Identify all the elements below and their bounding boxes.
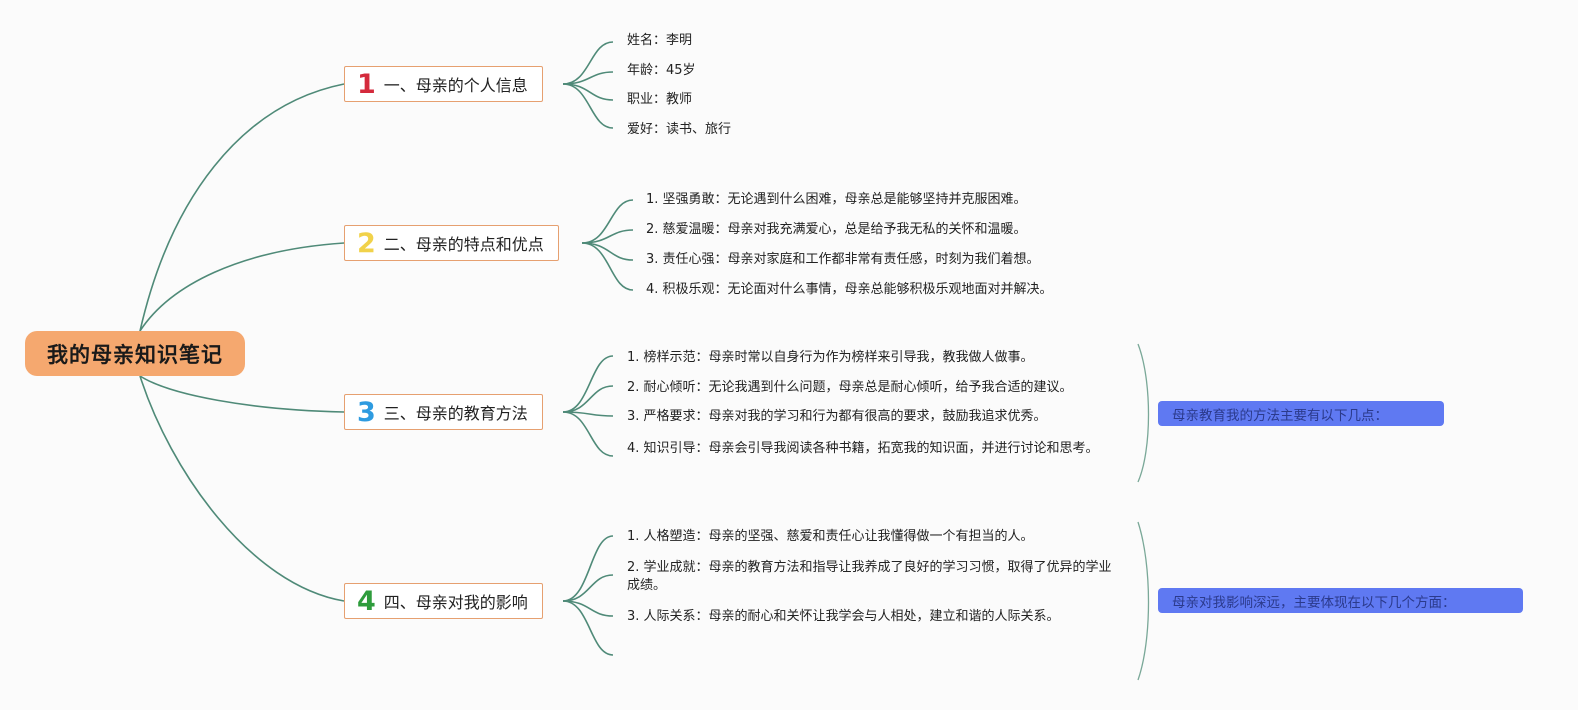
connector-root-branch-4 xyxy=(139,375,345,602)
branch-4-summary[interactable]: 母亲对我影响深远，主要体现在以下几个方面： xyxy=(1158,588,1523,613)
connector-b4-leaf-4 xyxy=(562,600,614,656)
branch-1-topic[interactable]: 1 一、母亲的个人信息 xyxy=(344,66,543,102)
branch-2-topic[interactable]: 2 二、母亲的特点和优点 xyxy=(344,225,559,261)
branch-3-summary[interactable]: 母亲教育我的方法主要有以下几点： xyxy=(1158,401,1444,426)
branch-4-summary-text: 母亲对我影响深远，主要体现在以下几个方面： xyxy=(1172,594,1456,611)
branch-4-label: 四、母亲对我的影响 xyxy=(383,593,528,612)
summary-brace-3 xyxy=(1137,343,1150,483)
connector-b3-leaf-4 xyxy=(562,411,614,457)
branch-3-item-3[interactable]: 3. 严格要求：母亲对我的学习和行为都有很高的要求，鼓励我追求优秀。 xyxy=(627,409,1047,424)
branch-2-item-2[interactable]: 2. 慈爱温暖：母亲对我充满爱心，总是给予我无私的关怀和温暖。 xyxy=(646,222,1027,237)
branch-1-item-3[interactable]: 职业：教师 xyxy=(627,92,693,107)
connector-b1-leaf-4 xyxy=(562,83,614,129)
branch-3-topic[interactable]: 3 三、母亲的教育方法 xyxy=(344,394,543,430)
number-4-icon: 4 xyxy=(357,585,376,617)
connector-b3-leaf-2 xyxy=(562,385,614,413)
connector-b2-leaf-4 xyxy=(581,242,634,291)
connector-b1-leaf-3 xyxy=(562,83,614,101)
branch-1-item-2[interactable]: 年龄：45岁 xyxy=(627,63,696,78)
root-title: 我的母亲知识笔记 xyxy=(47,342,223,367)
branch-2-item-1[interactable]: 1. 坚强勇敢：无论遇到什么困难，母亲总是能够坚持并克服困难。 xyxy=(646,192,1027,207)
root-topic[interactable]: 我的母亲知识笔记 xyxy=(25,331,245,376)
connector-b3-leaf-1 xyxy=(562,355,614,413)
branch-4-item-3[interactable]: 3. 人际关系：母亲的耐心和关怀让我学会与人相处，建立和谐的人际关系。 xyxy=(627,609,1060,624)
branch-1-item-1[interactable]: 姓名：李明 xyxy=(627,33,693,48)
connector-b2-leaf-3 xyxy=(581,242,634,261)
branch-3-item-2[interactable]: 2. 耐心倾听：无论我遇到什么问题，母亲总是耐心倾听，给予我合适的建议。 xyxy=(627,380,1073,395)
branch-1-item-4[interactable]: 爱好：读书、旅行 xyxy=(627,122,732,137)
connector-root-branch-2 xyxy=(139,242,345,332)
branch-4-item-2[interactable]: 2. 学业成就：母亲的教育方法和指导让我养成了良好的学习习惯，取得了优异的学业成… xyxy=(627,560,1112,593)
number-1-icon: 1 xyxy=(357,68,376,100)
branch-3-summary-text: 母亲教育我的方法主要有以下几点： xyxy=(1172,407,1388,424)
number-3-icon: 3 xyxy=(357,396,376,428)
connector-b4-leaf-1 xyxy=(562,535,614,602)
connector-b4-leaf-2 xyxy=(562,574,614,602)
connector-root-branch-1 xyxy=(139,83,345,332)
summary-brace-4 xyxy=(1137,521,1150,681)
branch-2-label: 二、母亲的特点和优点 xyxy=(383,235,544,254)
branch-3-label: 三、母亲的教育方法 xyxy=(383,404,528,423)
branch-1-label: 一、母亲的个人信息 xyxy=(383,76,528,95)
branch-3-item-1[interactable]: 1. 榜样示范：母亲时常以自身行为作为榜样来引导我，教我做人做事。 xyxy=(627,350,1034,365)
branch-4-item-1[interactable]: 1. 人格塑造：母亲的坚强、慈爱和责任心让我懂得做一个有担当的人。 xyxy=(627,529,1034,544)
connector-b2-leaf-1 xyxy=(581,199,634,244)
number-2-icon: 2 xyxy=(357,227,376,259)
branch-2-item-4[interactable]: 4. 积极乐观：无论面对什么事情，母亲总能够积极乐观地面对并解决。 xyxy=(646,282,1053,297)
connector-root-branch-3 xyxy=(139,375,345,413)
branch-4-topic[interactable]: 4 四、母亲对我的影响 xyxy=(344,583,543,619)
connector-b1-leaf-1 xyxy=(562,41,614,85)
branch-3-item-4[interactable]: 4. 知识引导：母亲会引导我阅读各种书籍，拓宽我的知识面，并进行讨论和思考。 xyxy=(627,441,1099,456)
branch-2-item-3[interactable]: 3. 责任心强：母亲对家庭和工作都非常有责任感，时刻为我们着想。 xyxy=(646,252,1040,267)
